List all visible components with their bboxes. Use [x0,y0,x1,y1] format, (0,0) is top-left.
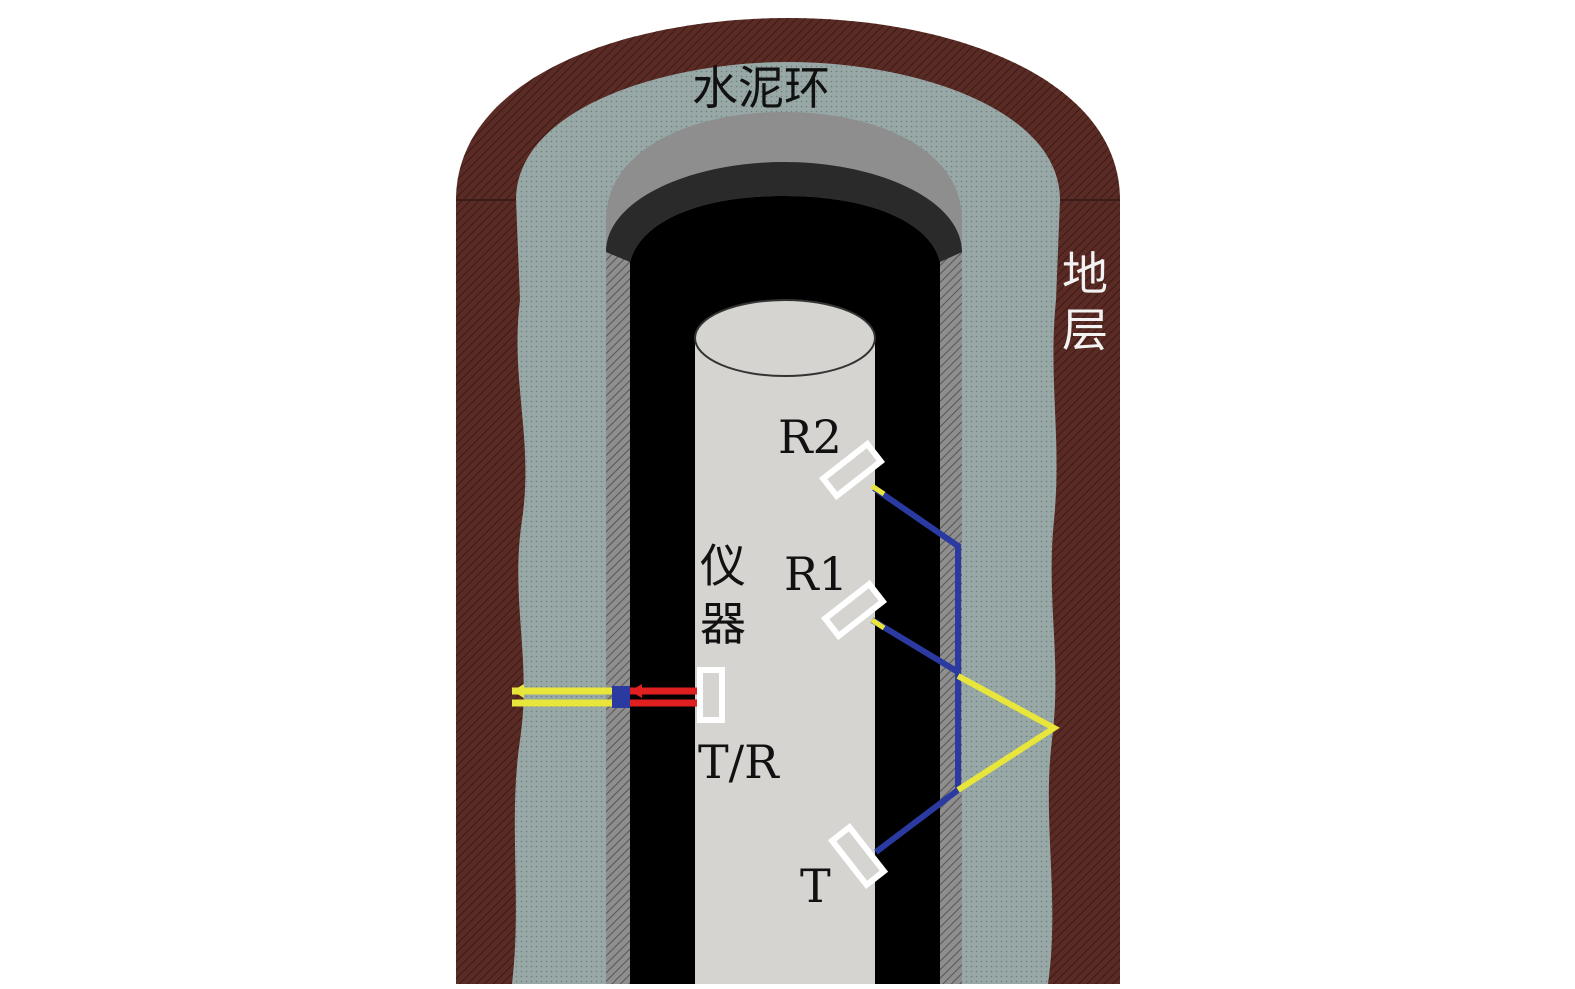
transducer-rect-icon [697,667,725,723]
instrument-body [694,299,876,984]
label-formation-2: 层 [1062,303,1108,357]
label-transceiver: T/R [698,735,780,789]
label-receiver-2: R2 [778,410,842,464]
transducer-r1 [820,579,888,641]
ray-paths [512,483,1060,855]
transducer-r2 [818,439,886,501]
ray-tr-blue [612,686,630,708]
label-receiver-1: R1 [784,547,848,601]
label-instrument-1: 仪 [700,539,746,593]
ray-r1-blue [870,617,961,790]
label-cement-ring: 水泥环 [692,61,830,115]
transducer-rect-icon [827,822,889,890]
ray-t-blue [874,787,960,855]
transducer-rect-icon [818,439,886,501]
transducer-rect-icon [820,579,888,641]
label-transmitter: T [800,859,831,913]
label-instrument-2: 器 [700,597,746,651]
transducer-t [827,822,889,890]
transducer-tr [697,667,725,723]
ray-formation-yellow [956,673,1060,793]
label-formation-1: 地 [1062,247,1108,301]
ray-r2-blue [872,485,961,672]
